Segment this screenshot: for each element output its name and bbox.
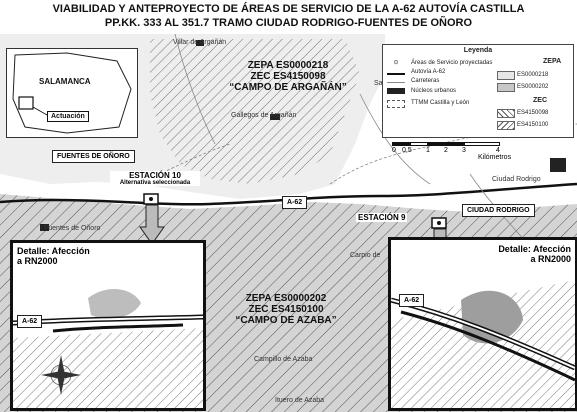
detail-right-title: Detalle: Afección a RN2000 (498, 244, 571, 264)
box-a62-left: A-62 (17, 315, 43, 328)
zec-098-swatch (497, 109, 515, 118)
scale-seg-1 (392, 142, 410, 146)
place-itueros: Ituero de Azaba (275, 397, 325, 404)
motorway-line-icon (387, 73, 405, 75)
scale-tick-0: 0 (392, 147, 396, 154)
legend-zec-head: ZEC (533, 97, 547, 104)
legend-item-motorway: Autovía A-62 (411, 69, 446, 75)
place-carpio: Carpio de (350, 252, 381, 259)
box-fuentes: FUENTES DE OÑORO (52, 150, 135, 163)
detail-right-panel: Detalle: Afección a RN2000 A-62 (388, 237, 577, 411)
map-title: VIABILIDAD Y ANTEPROYECTO DE ÁREAS DE SE… (0, 2, 577, 30)
scale-seg-4 (464, 142, 500, 146)
detail-right-title-2: a RN2000 (530, 254, 571, 264)
place-fuentes: Fuentes de Oñoro (44, 225, 101, 232)
zone-south-line-2: ZEC ES4150100 (248, 304, 324, 315)
zone-south-line-3: “CAMPO DE AZABA” (235, 315, 337, 326)
legend-zepa-218: ES0000218 (517, 72, 549, 78)
detail-right-title-1: Detalle: Afección (498, 244, 571, 254)
urban-gallegos (270, 114, 280, 120)
legend-title: Leyenda (463, 47, 493, 54)
place-saelices: Saeli (374, 80, 390, 87)
inset-province-label: SALAMANCA (39, 77, 91, 86)
detail-left-panel: Detalle: Afección a RN2000 A-62 (10, 240, 206, 411)
scale-tick-2: 2 (444, 147, 448, 154)
zone-south-label: ZEPA ES0000202 ZEC ES4150100 “CAMPO DE A… (216, 293, 356, 326)
scale-unit: Kilómetros (478, 154, 512, 161)
station-10-label: ESTACIÓN 10 Alternativa seleccionada (110, 171, 200, 186)
scale-bar: 0 0,5 1 2 3 4 Kilómetros (392, 142, 532, 162)
box-a62-right: A-62 (399, 294, 425, 307)
detail-left-title-1: Detalle: Afección (17, 246, 90, 256)
zone-north-line-3: “CAMPO DE ARGAÑÁN” (229, 82, 347, 93)
legend-zepa-202: ES0000202 (517, 84, 549, 90)
municipality-swatch-icon (387, 100, 405, 108)
zec-north-hatch (150, 39, 360, 184)
zone-north-line-2: ZEC ES4150098 (250, 71, 326, 82)
legend-item-urban: Núcleos urbanos (411, 88, 457, 94)
place-ciudad-rodrigo: Ciudad Rodrigo (492, 176, 541, 183)
station-10-title: ESTACIÓN 10 (129, 171, 181, 180)
scale-tick-05: 0,5 (402, 147, 412, 154)
urban-ciudad-rodrigo (550, 158, 566, 172)
service-area-icon: ⊙ (393, 60, 399, 66)
detail-right-map (391, 240, 575, 408)
zec-100-swatch (497, 121, 515, 130)
place-villar: Villar de Argañán (173, 39, 227, 46)
scale-tick-1: 1 (426, 147, 430, 154)
legend-panel: Leyenda ⊙ Áreas de Servicio proyectadas … (382, 44, 574, 138)
legend-zec-100: ES4150100 (517, 122, 549, 128)
zepa-218-swatch (497, 71, 515, 80)
urban-fuentes (40, 224, 49, 231)
zone-north-label: ZEPA ES0000218 ZEC ES4150098 “CAMPO DE A… (218, 60, 358, 93)
box-a62-main: A-62 (282, 196, 308, 209)
station-9-dot (437, 221, 441, 225)
station-10-dot (149, 197, 153, 201)
scale-tick-3: 3 (462, 147, 466, 154)
legend-zepa-head: ZEPA (543, 58, 562, 65)
box-ciudad: CIUDAD RODRIGO (462, 204, 535, 217)
urban-villar (196, 40, 204, 46)
inset-outline (12, 52, 132, 134)
detail-left-title-2: a RN2000 (17, 256, 58, 266)
station-9-label: ESTACIÓN 9 (356, 213, 408, 222)
title-line-1: VIABILIDAD Y ANTEPROYECTO DE ÁREAS DE SE… (52, 3, 525, 15)
inset-area-label: Actuación (47, 111, 89, 122)
legend-item-roads: Carreteras (411, 78, 440, 84)
legend-item-ttmm: TTMM Castilla y León (411, 100, 470, 106)
detail-left-title: Detalle: Afección a RN2000 (17, 246, 90, 266)
scale-tick-4: 4 (496, 147, 500, 154)
inset-map: SALAMANCA Actuación (6, 48, 138, 138)
scale-seg-2 (410, 142, 428, 146)
road-line-icon (387, 82, 405, 83)
zone-north-line-1: ZEPA ES0000218 (247, 60, 329, 71)
detail-left-map (13, 243, 203, 408)
zone-south-line-1: ZEPA ES0000202 (245, 293, 327, 304)
legend-item-service: Áreas de Servicio proyectadas (411, 60, 493, 66)
urban-swatch-icon (387, 88, 405, 94)
legend-zec-098: ES4150098 (517, 110, 549, 116)
place-campillo: Campillo de Azaba (254, 356, 313, 363)
arrow-left-detail (139, 204, 165, 245)
place-gallegos: Gallegos de Argañán (231, 112, 297, 119)
zepa-202-swatch (497, 83, 515, 92)
station-10-subtitle: Alternativa seleccionada (119, 180, 191, 186)
scale-seg-3 (428, 142, 464, 146)
title-line-2: PP.KK. 333 AL 351.7 TRAMO CIUDAD RODRIGO… (104, 17, 473, 29)
